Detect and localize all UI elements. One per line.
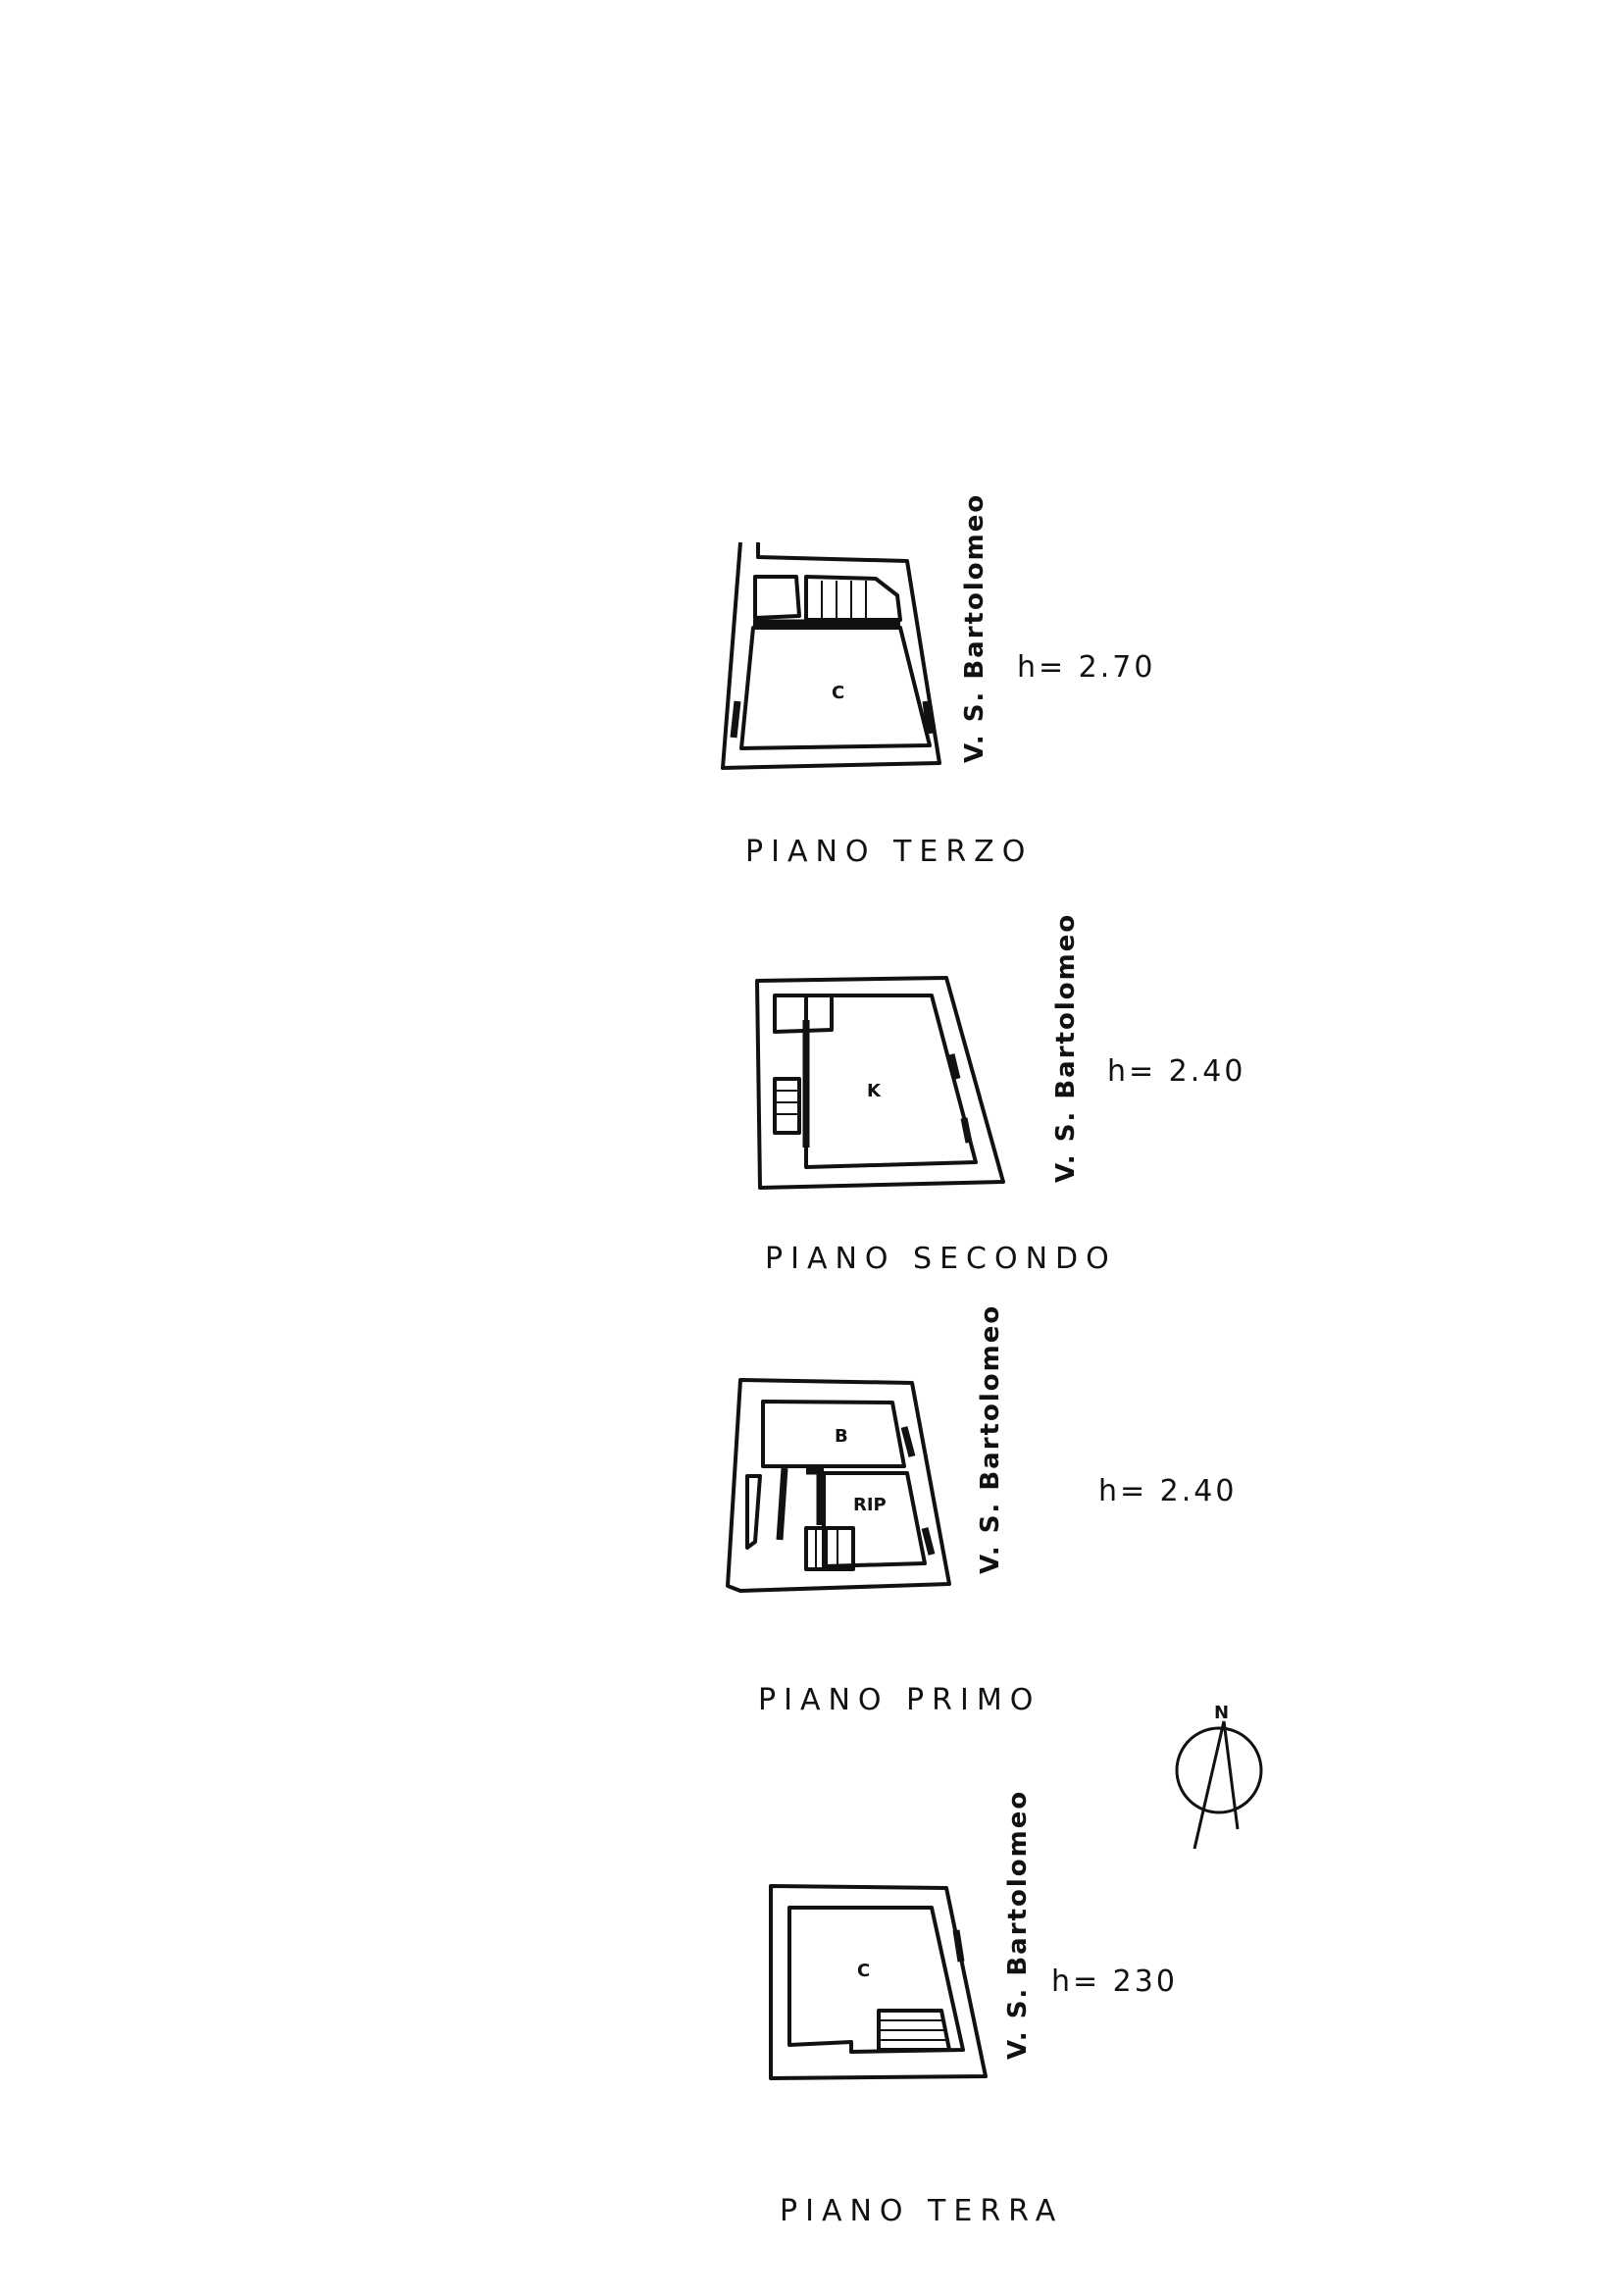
outer-wall bbox=[755, 976, 1005, 1190]
outer-wall bbox=[721, 541, 941, 770]
partition-walls bbox=[776, 1467, 824, 1541]
room-c-outline bbox=[787, 1906, 965, 2054]
ceiling-height: h= 230 bbox=[1051, 1964, 1178, 1999]
room-label: C bbox=[832, 683, 844, 703]
plan-piano-terzo: C V. S. Bartolomeo h= 2.70 PIANO TERZO bbox=[721, 493, 1155, 869]
room-label: RIP bbox=[853, 1495, 887, 1515]
compass-circle bbox=[1175, 1726, 1263, 1814]
plan-title: PIANO SECONDO bbox=[765, 1242, 1117, 1276]
window bbox=[952, 1929, 965, 1963]
ceiling-height: h= 2.40 bbox=[1098, 1474, 1237, 1508]
room-rip-outline bbox=[822, 1471, 927, 1568]
room-c-outline bbox=[739, 626, 932, 750]
outer-wall bbox=[726, 1378, 951, 1593]
windows bbox=[730, 700, 934, 739]
ceiling-height: h= 2.70 bbox=[1017, 650, 1155, 685]
plan-title: PIANO TERZO bbox=[745, 835, 1033, 869]
north-arrow-icon bbox=[1193, 1720, 1240, 1850]
windows bbox=[947, 1053, 973, 1144]
ceiling-height: h= 2.40 bbox=[1107, 1054, 1245, 1089]
plan-piano-terra: C V. S. Bartolomeo h= 230 PIANO TERRA bbox=[769, 1790, 1178, 2228]
staircase bbox=[877, 2009, 951, 2052]
windows bbox=[900, 1426, 936, 1556]
room-b-outline bbox=[761, 1400, 906, 1468]
closet bbox=[753, 575, 801, 620]
street-label: V. S. Bartolomeo bbox=[960, 493, 990, 763]
room-label: C bbox=[857, 1961, 870, 1981]
street-label: V. S. Bartolomeo bbox=[976, 1304, 1005, 1574]
outer-wall bbox=[769, 1884, 988, 2080]
north-arrow: N bbox=[1175, 1703, 1263, 1850]
room-label: B bbox=[835, 1426, 848, 1447]
stair-treads bbox=[775, 1090, 799, 1115]
stair-treads bbox=[821, 581, 867, 618]
staircase bbox=[804, 575, 902, 622]
plan-title: PIANO PRIMO bbox=[758, 1683, 1040, 1717]
street-label: V. S. Bartolomeo bbox=[1003, 1790, 1033, 2060]
room-label: K bbox=[867, 1081, 882, 1101]
plan-piano-secondo: K V. S. Bartolomeo h= 2.40 PIANO SECONDO bbox=[755, 913, 1245, 1276]
plan-piano-primo: B RIP V. S. Bartolomeo h= 2.40 PIANO PRI… bbox=[726, 1304, 1237, 1717]
staircase bbox=[773, 1077, 801, 1135]
street-label: V. S. Bartolomeo bbox=[1051, 913, 1081, 1183]
stair-treads bbox=[879, 2019, 947, 2041]
staircase bbox=[804, 1526, 855, 1571]
side-stair bbox=[745, 1474, 762, 1550]
north-label: N bbox=[1214, 1703, 1229, 1723]
plan-title: PIANO TERRA bbox=[780, 2194, 1063, 2228]
stair-treads bbox=[815, 1530, 838, 1567]
